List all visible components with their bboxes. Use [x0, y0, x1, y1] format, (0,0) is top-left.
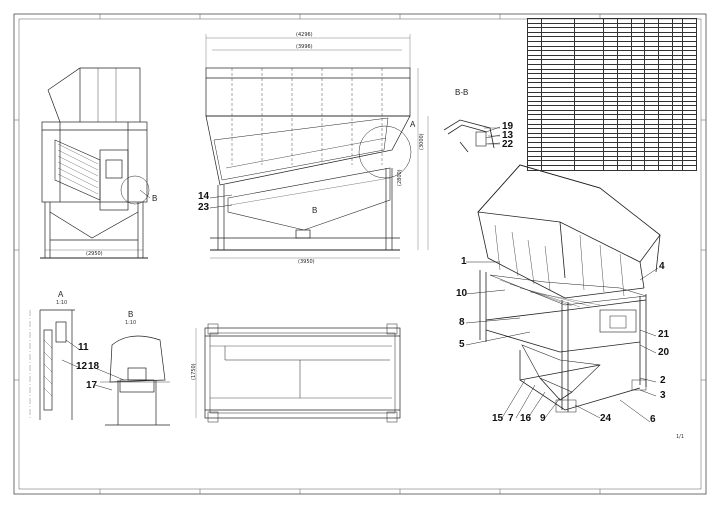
callout-10: 10: [456, 288, 468, 299]
callout-9: 9: [540, 413, 546, 424]
dim-front-height-inner: (2800): [397, 169, 403, 186]
dim-top-overall: (4296): [296, 32, 313, 38]
callout-7: 7: [508, 413, 514, 424]
callout-6: 6: [650, 414, 656, 425]
section-bb-view: [443, 119, 500, 153]
callout-22: 22: [502, 139, 514, 150]
callout-14: 14: [198, 191, 210, 202]
frame-ticks: [14, 14, 706, 494]
callout-11: 11: [78, 342, 89, 353]
page-number: 1/1: [676, 434, 685, 440]
callout-8: 8: [459, 317, 465, 328]
plan-view: [195, 323, 401, 423]
leader-lines: [61, 126, 659, 423]
front-marker-b: B: [312, 206, 318, 215]
callout-18: 18: [88, 361, 100, 372]
sheet-border: [13, 13, 707, 495]
callout-19: 19: [502, 121, 514, 132]
detail-b-scale: 1:10: [125, 320, 137, 326]
front-marker-a: A: [410, 120, 416, 129]
callout-17: 17: [86, 380, 98, 391]
isometric-view: [477, 164, 661, 413]
dim-side-bottom: (2950): [86, 251, 103, 257]
callout-13: 13: [502, 130, 514, 141]
callout-3: 3: [660, 390, 666, 401]
detail-a-scale: 1:10: [56, 300, 68, 306]
front-view: [205, 34, 429, 259]
detail-b-label: B: [128, 310, 134, 319]
callout-21: 21: [658, 329, 670, 340]
dim-front-bottom: (3950): [298, 259, 315, 265]
callout-24: 24: [600, 413, 612, 424]
callout-15: 15: [492, 413, 504, 424]
section-bb-label: B-B: [455, 88, 469, 97]
callout-4: 4: [659, 261, 665, 272]
side-marker-b: B: [152, 194, 158, 203]
dim-top-inner: (3996): [296, 44, 313, 50]
detail-a-label: A: [58, 290, 64, 299]
bill-of-materials-table: [527, 18, 697, 171]
callout-12: 12: [76, 361, 88, 372]
callout-16: 16: [520, 413, 532, 424]
callout-23: 23: [198, 202, 210, 213]
detail-b-view: [100, 335, 170, 426]
dim-front-height-outer: (3000): [419, 133, 425, 150]
callout-1: 1: [461, 256, 467, 267]
callout-2: 2: [660, 375, 666, 386]
side-view: [40, 67, 150, 259]
detail-a-view: [29, 309, 75, 420]
callout-20: 20: [658, 347, 670, 358]
dim-plan-width: (1750): [191, 363, 197, 380]
callout-5: 5: [459, 339, 465, 350]
